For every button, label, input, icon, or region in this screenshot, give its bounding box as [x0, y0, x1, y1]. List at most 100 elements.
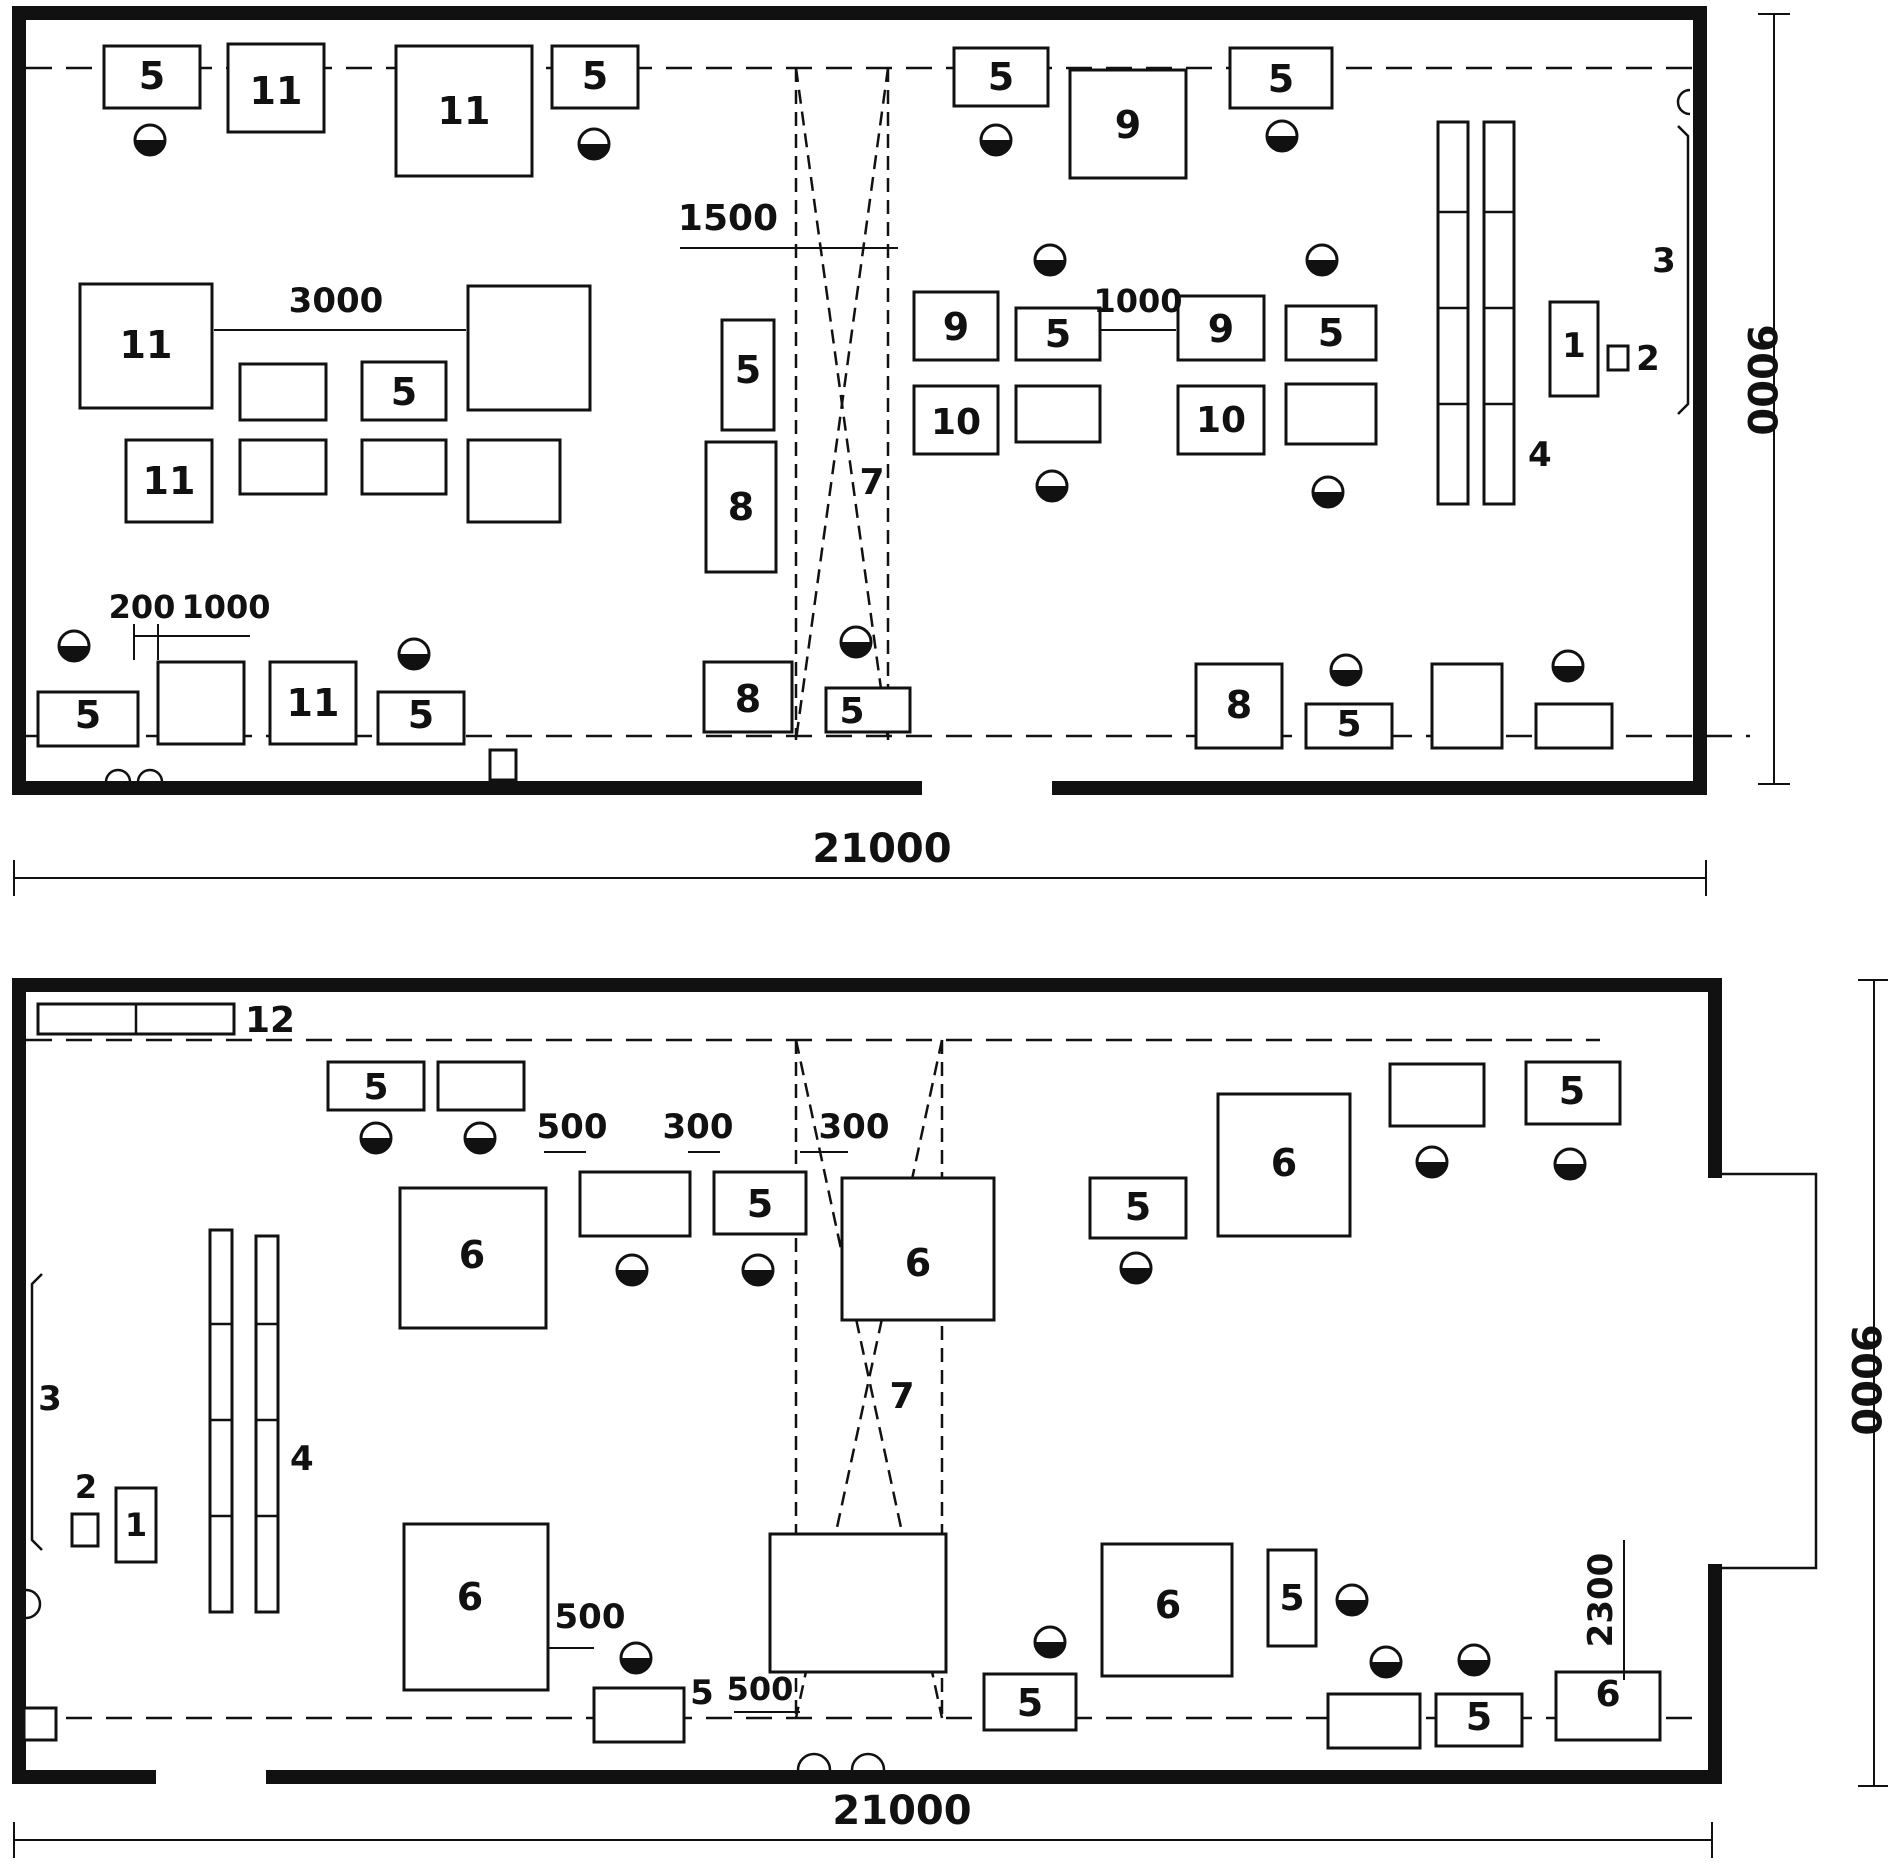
equipment-unlabeled [466, 438, 562, 524]
bottom-wall-east-upper [1708, 978, 1722, 1178]
lamp-icon [1676, 88, 1691, 116]
equipment-8: 8 [704, 440, 778, 574]
svg-text:5: 5 [1466, 1695, 1492, 1739]
svg-text:4: 4 [1528, 435, 1552, 475]
worker-position-icon [1553, 1147, 1587, 1181]
worker-position-icon [1335, 1583, 1369, 1617]
equipment-unlabeled [1014, 384, 1102, 444]
equipment-unlabeled [466, 284, 592, 412]
top-wall-west [12, 6, 26, 795]
top-equipment: 5 11 11 5 5 9 5 11 5 11 5 8 9 5 9 5 10 1… [36, 42, 1691, 783]
equipment-11: 11 [268, 660, 358, 746]
dim-300-b: 300 [819, 1107, 890, 1147]
equipment-6: 6 [1216, 1092, 1352, 1238]
svg-text:8: 8 [735, 677, 761, 721]
equipment-2-label: 2 [1636, 339, 1660, 379]
equipment-unlabeled [578, 1170, 692, 1238]
worker-position-icon [615, 1253, 649, 1287]
svg-text:11: 11 [143, 459, 196, 503]
svg-text:5: 5 [1268, 57, 1294, 101]
svg-text:6: 6 [457, 1575, 483, 1619]
equipment-1: 1 [1548, 300, 1600, 398]
bottom-worker-positions [359, 1121, 1587, 1679]
worker-position-icon [463, 1121, 497, 1155]
svg-text:1: 1 [1562, 326, 1586, 366]
worker-position-icon [1035, 469, 1069, 503]
equipment-5: 5 [1434, 1692, 1524, 1748]
svg-text:6: 6 [1271, 1141, 1297, 1185]
top-wall-south-right [1052, 781, 1707, 795]
equipment-5: 5 [824, 686, 912, 734]
svg-text:6: 6 [459, 1233, 485, 1277]
worker-position-icon [1033, 1625, 1067, 1659]
equipment-unlabeled [156, 660, 246, 746]
equipment-5: 5 [102, 44, 202, 110]
equipment-5: 5 [720, 318, 776, 432]
equipment-9: 9 [1068, 68, 1188, 180]
dim-300-a: 300 [663, 1107, 734, 1147]
svg-text:9: 9 [943, 305, 969, 349]
equipment-5: 5 [1524, 1060, 1622, 1126]
equipment-5: 5 [1228, 46, 1334, 110]
top-worker-positions [57, 119, 1585, 687]
top-wall-east [1693, 6, 1707, 795]
svg-text:4: 4 [290, 1439, 314, 1479]
worker-position-icon [577, 127, 611, 161]
equipment-unlabeled [1430, 662, 1504, 750]
svg-text:10: 10 [1196, 400, 1246, 441]
equipment-unlabeled [436, 1060, 526, 1112]
top-floor-plan: 5 11 11 5 5 9 5 11 5 11 5 8 9 5 9 5 10 1… [12, 6, 1790, 896]
equipment-6: 6 [840, 1176, 996, 1322]
worker-position-icon [397, 637, 431, 671]
svg-text:5: 5 [391, 370, 417, 414]
svg-text:3: 3 [38, 1379, 62, 1419]
dim-500-a: 500 [537, 1107, 608, 1147]
top-dimensions: 3000 1500 1000 200 1000 21000 9000 [13, 13, 1790, 896]
dim-1000: 1000 [1093, 282, 1182, 320]
utility-box-icon [22, 1706, 58, 1742]
equipment-11: 11 [124, 438, 214, 524]
bottom-wall-south-left [12, 1770, 156, 1784]
svg-text:6: 6 [1595, 1674, 1620, 1715]
worker-position-icon [359, 1121, 393, 1155]
equipment-6: 6 [1100, 1542, 1234, 1678]
equipment-5: 5 [36, 690, 140, 748]
worker-position-icon [619, 1641, 653, 1675]
dim-3000: 3000 [289, 281, 384, 321]
worker-position-icon [57, 629, 91, 663]
dim-500-c: 500 [727, 1670, 794, 1708]
equipment-8: 8 [702, 660, 794, 734]
equipment-unlabeled [238, 438, 328, 496]
equipment-5: 5 [982, 1672, 1078, 1732]
svg-text:6: 6 [905, 1241, 931, 1285]
top-crane-runway [794, 67, 890, 741]
equipment-unlabeled [768, 1532, 948, 1674]
equipment-5: 5 [1266, 1548, 1318, 1648]
worker-position-icon [839, 625, 873, 659]
crane-label-7: 7 [889, 1376, 914, 1417]
equipment-unlabeled [1326, 1692, 1422, 1750]
svg-text:11: 11 [438, 89, 491, 133]
svg-text:5: 5 [1336, 704, 1361, 745]
svg-text:5: 5 [1045, 312, 1071, 356]
bottom-annex-outline [1722, 1172, 1818, 1570]
worker-position-icon [979, 123, 1013, 157]
dim-2300: 2300 [1581, 1553, 1621, 1648]
bottom-wall-east-lower [1708, 1564, 1722, 1784]
equipment-6: 6 [398, 1186, 548, 1330]
svg-text:9: 9 [1208, 307, 1234, 351]
worker-position-icon [1265, 119, 1299, 153]
crane-label-7: 7 [859, 462, 884, 503]
equipment-3-board: 3 [1652, 125, 1690, 415]
svg-text:5: 5 [1125, 1185, 1151, 1229]
equipment-5: 5 [550, 44, 640, 110]
equipment-2-box [1606, 344, 1630, 372]
svg-text:11: 11 [287, 681, 340, 725]
bottom-wall-south-right [266, 1770, 1722, 1784]
equipment-5: 5 [360, 360, 448, 422]
equipment-5: 5 [952, 46, 1050, 108]
equipment-10: 10 [912, 384, 1000, 456]
equipment-4-rack: 4 [1436, 120, 1552, 506]
equipment-unlabeled [238, 362, 328, 422]
svg-text:5: 5 [408, 693, 434, 737]
